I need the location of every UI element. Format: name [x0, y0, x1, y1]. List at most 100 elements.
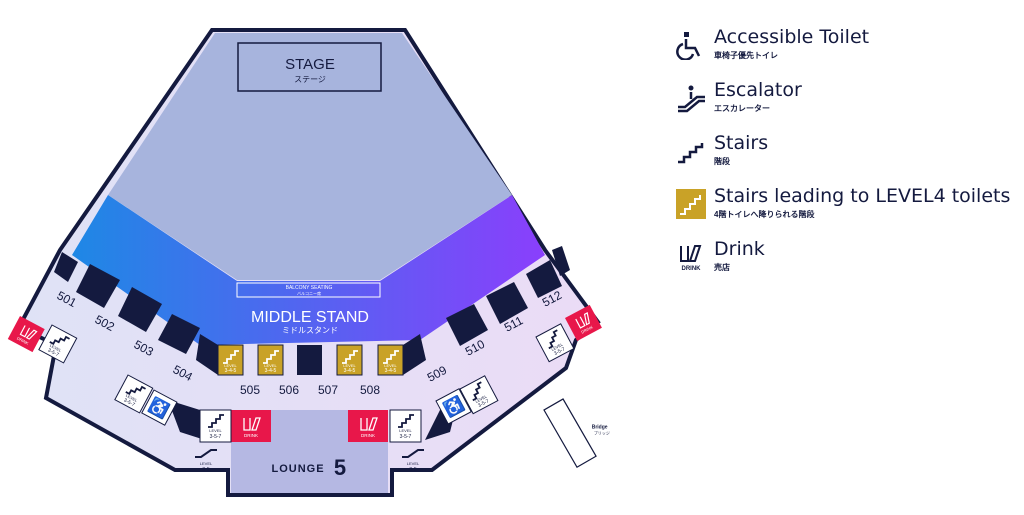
- svg-text:3-4-5: 3-4-5: [344, 368, 356, 374]
- lounge-label: LOUNGE: [271, 463, 324, 475]
- svg-text:LEVEL: LEVEL: [550, 341, 564, 352]
- section-block-508b: [403, 334, 426, 375]
- middle-stand-label-ja: ミドルスタンド: [282, 326, 338, 335]
- stairs-lounge-left[interactable]: LEVEL 3-5-7: [199, 409, 232, 443]
- section-505[interactable]: 505: [240, 383, 260, 397]
- svg-text:LEVEL: LEVEL: [200, 461, 213, 466]
- legend-title: Drink: [714, 238, 765, 260]
- legend-title: Accessible Toilet: [714, 26, 870, 48]
- svg-text:3-5-7: 3-5-7: [477, 398, 490, 409]
- svg-text:3-5-7: 3-5-7: [47, 347, 60, 358]
- drink-icon: [575, 312, 590, 329]
- svg-text:DRINK: DRINK: [16, 336, 30, 346]
- drink-left-outer[interactable]: DRINK: [7, 316, 45, 353]
- gold-stairs-505: LEVEL 3-4-5: [217, 344, 244, 376]
- middle-stand-label: MIDDLE STAND: [251, 309, 369, 326]
- svg-text:LEVEL: LEVEL: [407, 461, 420, 466]
- escalator-icon: [402, 449, 424, 458]
- svg-text:ブリッジ: ブリッジ: [594, 429, 610, 435]
- escalator-icon: [195, 449, 217, 458]
- legend-title: Stairs: [714, 132, 769, 154]
- svg-text:3-4-5: 3-4-5: [225, 368, 237, 374]
- legend-gold-stairs: Stairs leading to LEVEL4 toilets 4階トイレへ降…: [672, 185, 1012, 229]
- drink-lounge-right[interactable]: DRINK: [348, 410, 388, 442]
- svg-text:DRINK: DRINK: [361, 433, 375, 438]
- legend-title: Escalator: [714, 79, 802, 101]
- svg-text:3-5-7: 3-5-7: [123, 397, 136, 408]
- accessible-toilet-icon: [676, 32, 701, 60]
- svg-text:DRINK: DRINK: [682, 266, 702, 272]
- drink-right-outer[interactable]: DRINK: [565, 304, 602, 341]
- lounge-number: 5: [334, 455, 346, 480]
- svg-text:DRINK: DRINK: [580, 324, 594, 334]
- accessible-toilet-right[interactable]: ♿: [435, 388, 472, 425]
- middle-stand: [72, 195, 545, 345]
- legend-accessible-toilet: Accessible Toilet 車椅子優先トイレ: [672, 26, 1012, 70]
- svg-text:3-5-7: 3-5-7: [210, 434, 222, 440]
- stage-label: STAGE: [285, 56, 335, 73]
- legend-subtitle: エスカレーター: [714, 104, 770, 113]
- section-508[interactable]: 508: [360, 383, 380, 397]
- section-blocks: [54, 246, 570, 440]
- section-block-504b: [196, 334, 218, 375]
- svg-text:3-5-7: 3-5-7: [553, 346, 566, 357]
- gold-stairs-506: LEVEL 3-4-5: [257, 344, 284, 376]
- section-block-502: [76, 264, 120, 308]
- stairs-right-outer[interactable]: LEVEL 3-5-7: [535, 323, 575, 363]
- escalator-right[interactable]: LEVEL 3-5: [402, 449, 424, 473]
- stairs-lounge-right[interactable]: LEVEL 3-5-7: [389, 409, 422, 443]
- svg-text:LEVEL: LEVEL: [49, 343, 63, 354]
- legend-subtitle: 階段: [714, 157, 730, 166]
- svg-text:3-4-5: 3-4-5: [385, 368, 397, 374]
- drink-lounge-left[interactable]: DRINK: [231, 410, 271, 442]
- svg-text:LEVEL: LEVEL: [125, 393, 139, 404]
- escalator-icon: [678, 85, 705, 113]
- svg-text:3-5: 3-5: [409, 467, 416, 473]
- drink-icon: DRINK: [680, 245, 702, 272]
- drink-icon: [243, 417, 261, 431]
- drink-icon: [360, 417, 378, 431]
- section-block-503: [118, 287, 162, 332]
- stage: STAGE ステージ: [237, 42, 382, 92]
- balcony-seating: BALCONY SEATING バルコニー席: [236, 282, 381, 298]
- accessible-toilet-left[interactable]: ♿: [141, 389, 178, 426]
- bridge[interactable]: Bridge ブリッジ: [543, 386, 618, 468]
- svg-text:LEVEL: LEVEL: [474, 393, 488, 404]
- section-507[interactable]: 507: [318, 383, 338, 397]
- stage-floor: [108, 33, 512, 280]
- stairs-icon: [678, 143, 704, 164]
- legend-drink: DRINK Drink 売店: [672, 238, 1012, 282]
- legend-subtitle: 4階トイレへ降りられる階段: [714, 210, 815, 219]
- legend-escalator: Escalator エスカレーター: [672, 79, 1012, 123]
- svg-text:LEVEL: LEVEL: [264, 363, 277, 368]
- svg-text:LEVEL: LEVEL: [343, 363, 356, 368]
- section-block-504: [158, 314, 200, 354]
- section-block-512: [552, 246, 570, 276]
- gold-stairs-508: LEVEL 3-4-5: [377, 344, 404, 376]
- svg-text:Bridge: Bridge: [592, 425, 608, 431]
- legend-subtitle: 車椅子優先トイレ: [714, 51, 778, 60]
- drink-icon: [19, 325, 38, 340]
- section-block-511: [526, 260, 562, 298]
- stairs-left-outer[interactable]: LEVEL 3-5-7: [38, 324, 78, 364]
- section-labels: 501 502 503 504 505 506 507 508 509 510 …: [55, 288, 565, 397]
- legend-stairs: Stairs 階段: [672, 132, 1012, 176]
- legend-subtitle: 売店: [714, 263, 730, 272]
- section-block-509: [446, 304, 488, 346]
- section-block-501: [54, 252, 78, 282]
- svg-text:DRINK: DRINK: [244, 433, 258, 438]
- svg-text:LEVEL: LEVEL: [384, 363, 397, 368]
- escalator-left[interactable]: LEVEL 3-5: [195, 449, 217, 473]
- stage-label-ja: ステージ: [294, 75, 326, 84]
- stairs-right-inner[interactable]: LEVEL 3-5-7: [459, 375, 499, 415]
- svg-text:3-4-5: 3-4-5: [265, 368, 277, 374]
- section-506[interactable]: 506: [279, 383, 299, 397]
- section-block-507: [297, 345, 322, 375]
- stairs-left-inner[interactable]: LEVEL 3-5-7: [114, 374, 154, 414]
- gold-stairs-507: LEVEL 3-4-5: [336, 344, 363, 376]
- svg-text:3-5: 3-5: [202, 467, 209, 473]
- svg-text:LEVEL: LEVEL: [399, 428, 412, 433]
- section-block-510: [486, 282, 528, 324]
- gold-stairs-icon: [676, 189, 706, 219]
- svg-text:LEVEL: LEVEL: [209, 428, 222, 433]
